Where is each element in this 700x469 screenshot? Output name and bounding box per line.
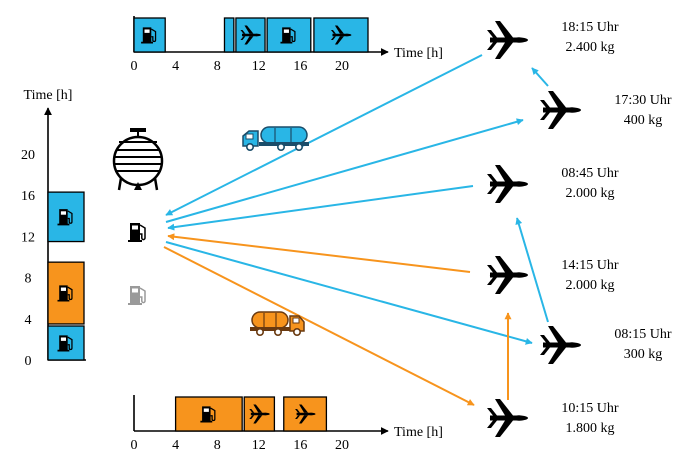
left-timeline-tick-label: 12 [21, 230, 35, 245]
flight-amount-label: 2.400 kg [566, 40, 615, 55]
flight-amount-label: 2.000 kg [566, 186, 615, 201]
left-timeline-tick-label: 20 [21, 148, 35, 163]
top-timeline-tick-label: 4 [172, 59, 179, 74]
arrow-route-0815-to-0845 [515, 217, 549, 323]
top-timeline-tick-label: 0 [131, 59, 138, 74]
left-timeline-tick-label: 8 [25, 272, 32, 287]
arrow-route-depot-to-1015 [163, 246, 475, 406]
airplane-icon [487, 165, 528, 203]
flight-time-label: 14:15 Uhr [561, 258, 619, 273]
fuel-pump-active-icon [127, 222, 146, 243]
flight-time-label: 08:15 Uhr [614, 327, 672, 342]
top-timeline: 0 4 8 12 16 20 Time [h] [131, 16, 443, 74]
left-timeline-tick-label: 0 [25, 354, 32, 369]
bottom-timeline-tick-label: 16 [293, 438, 307, 453]
bottom-timeline-tick-label: 0 [131, 438, 138, 453]
arrow-route-1730-to-1815 [531, 67, 549, 87]
top-timeline-tick-label: 20 [335, 59, 349, 74]
arrow-route-1815-to-depot [165, 54, 483, 216]
flight-time-label: 17:30 Uhr [614, 93, 672, 108]
top-timeline-tick-label: 8 [214, 59, 221, 74]
left-timeline-tick-label: 4 [25, 313, 32, 328]
fuel-pump-inactive-icon [127, 285, 146, 306]
airplane-icon [487, 399, 528, 437]
flight-time-label: 10:15 Uhr [561, 401, 619, 416]
top-timeline-tick-label: 12 [252, 59, 266, 74]
left-timeline-axis-label: Time [h] [24, 88, 73, 103]
airplane-icon [487, 256, 528, 294]
bottom-timeline-tick-label: 12 [252, 438, 266, 453]
flight-amount-label: 2.000 kg [566, 278, 615, 293]
flight-time-label: 18:15 Uhr [561, 20, 619, 35]
arrow-route-depot-to-1730 [165, 118, 524, 223]
flight-amount-label: 300 kg [624, 347, 663, 362]
airplane-icon [487, 21, 528, 59]
arrow-route-depot-to-0815 [165, 241, 533, 345]
route-arrows [163, 54, 549, 406]
top-timeline-block [223, 17, 235, 53]
top-timeline-tick-label: 16 [293, 59, 307, 74]
flight-time-label: 08:45 Uhr [561, 166, 619, 181]
airplane-icon [540, 91, 581, 129]
tanker-truck-orange-icon [250, 311, 305, 336]
storage-tank-icon [112, 128, 164, 191]
flights: 18:15 Uhr 2.400 kg 17:30 Uhr 400 kg 08:45 Uh… [487, 20, 672, 437]
bottom-timeline-axis-label: Time [h] [394, 425, 443, 440]
fuel-depot [112, 126, 309, 336]
bottom-timeline-tick-label: 20 [335, 438, 349, 453]
airplane-icon [540, 326, 581, 364]
flight-amount-label: 1.800 kg [566, 421, 615, 436]
arrow-route-0845-to-depot [167, 185, 474, 231]
left-timeline: 0 4 8 12 16 20 Time [h] [21, 88, 86, 369]
top-timeline-axis-label: Time [h] [394, 46, 443, 61]
tanker-truck-blue-icon [242, 126, 309, 151]
bottom-timeline-tick-label: 4 [172, 438, 179, 453]
bottom-timeline: 0 4 8 12 16 20 Time [h] [131, 395, 443, 453]
bottom-timeline-tick-label: 8 [214, 438, 221, 453]
flight-amount-label: 400 kg [624, 113, 663, 128]
arrow-route-1415-to-depot [167, 233, 471, 273]
left-timeline-tick-label: 16 [21, 189, 35, 204]
